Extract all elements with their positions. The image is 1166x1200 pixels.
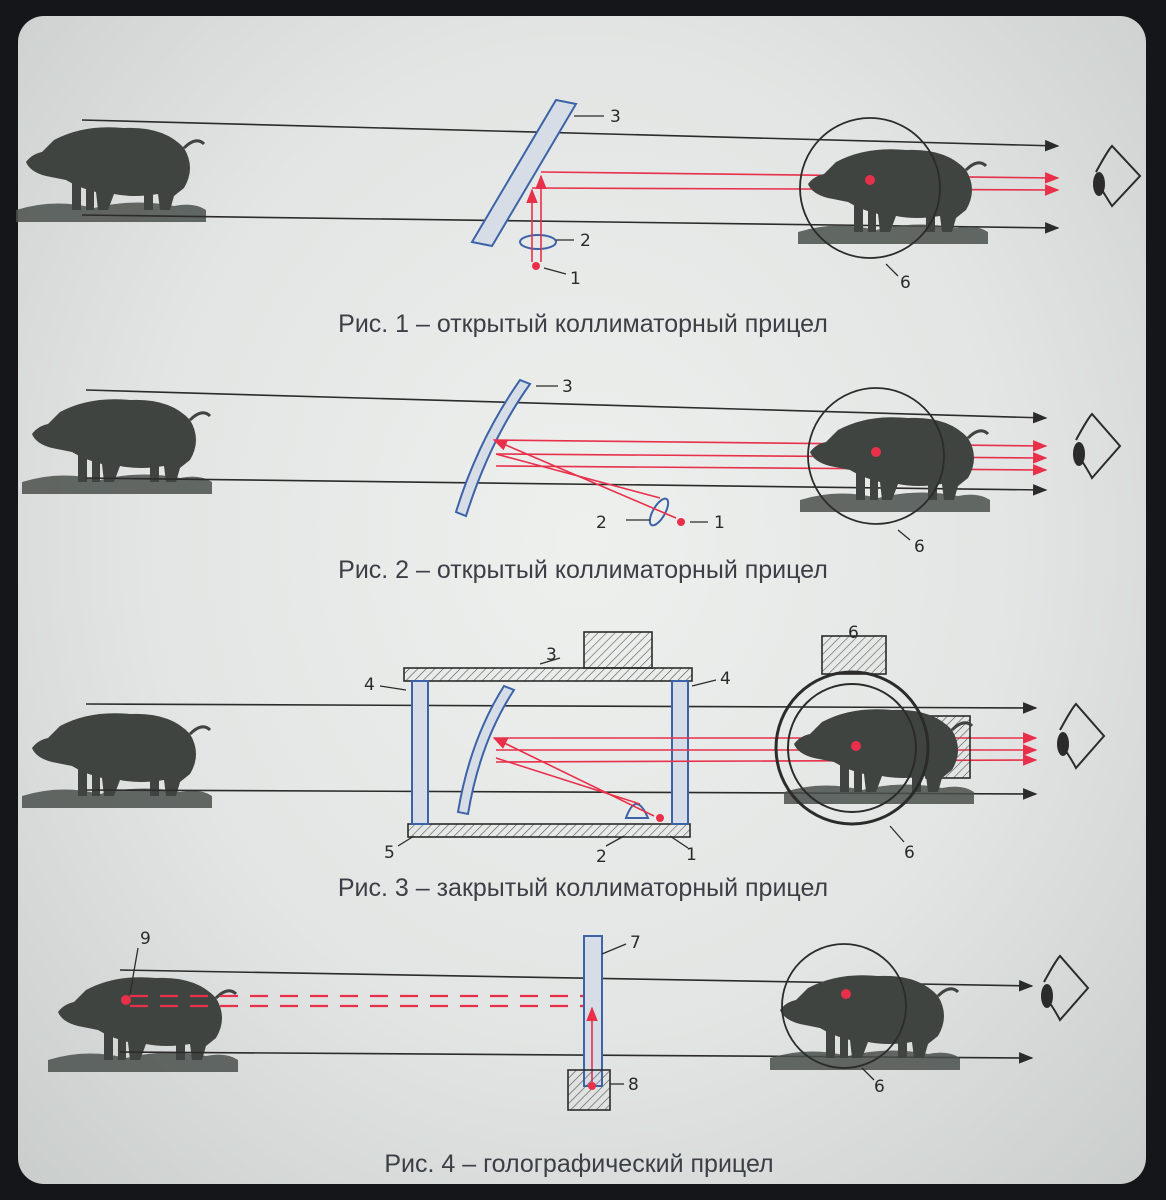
label-6: 6 — [900, 273, 911, 293]
label-3: 3 — [562, 377, 573, 397]
led-source-1 — [677, 518, 685, 526]
label-6: 6 — [914, 537, 925, 557]
sight-ray-lower — [81, 214, 1060, 234]
eye-icon — [1093, 144, 1142, 208]
hologram-point-9 — [121, 995, 131, 1005]
mirror-3 — [470, 98, 578, 248]
figure-3: 3 4 4 5 2 1 6 6 — [20, 623, 1106, 867]
curved-mirror-3 — [456, 684, 516, 816]
label-6: 6 — [874, 1077, 885, 1097]
label-7: 7 — [630, 933, 641, 953]
label-3: 3 — [546, 645, 557, 665]
mount-block-view — [821, 635, 887, 675]
view-circle-6 — [807, 387, 945, 525]
mount-block — [583, 631, 653, 669]
label-6: 6 — [904, 843, 915, 863]
boar-target — [46, 975, 240, 1074]
figure-2: 3 2 1 6 — [20, 377, 1122, 557]
caption-figure-2: Рис. 2 – открытый коллиматорный прицел — [338, 556, 828, 584]
label-1: 1 — [686, 845, 697, 865]
sight-ray-upper — [85, 702, 1038, 714]
figure-1: 3 2 1 6 — [14, 98, 1142, 293]
red-dot — [851, 741, 861, 751]
lens-2 — [624, 803, 650, 819]
sight-ray-upper — [85, 389, 1048, 424]
housing-bottom-5 — [407, 823, 691, 838]
label-4-right: 4 — [720, 669, 731, 689]
tube-inner — [787, 683, 917, 813]
view-circle-6 — [781, 943, 907, 1069]
label-1: 1 — [570, 269, 581, 289]
red-dot — [871, 447, 881, 457]
label-4-left: 4 — [364, 675, 375, 695]
label-8: 8 — [628, 1075, 639, 1095]
boar-view — [796, 147, 990, 246]
caption-figure-4: Рис. 4 – голографический прицел — [384, 1150, 774, 1178]
boar-view — [798, 415, 992, 514]
view-circle-6 — [799, 117, 941, 259]
window-4-right — [671, 680, 689, 825]
caption-figure-1: Рис. 1 – открытый коллиматорный прицел — [338, 310, 828, 338]
red-dot — [865, 175, 875, 185]
label-9: 9 — [140, 929, 151, 949]
housing-top — [403, 667, 693, 682]
boar-view — [768, 973, 962, 1072]
label-2: 2 — [580, 231, 591, 251]
lens-2 — [648, 497, 670, 527]
led-source-1 — [656, 814, 664, 822]
lens-2 — [519, 234, 557, 250]
caption-figure-3: Рис. 3 – закрытый коллиматорный прицел — [337, 874, 829, 902]
boar-target — [20, 711, 214, 810]
led-source-1 — [532, 262, 540, 270]
label-2: 2 — [596, 513, 607, 533]
label-3: 3 — [610, 107, 621, 127]
label-2: 2 — [596, 847, 607, 867]
hologram-plate-7 — [583, 935, 603, 1087]
figure-4: 9 7 8 6 — [46, 929, 1090, 1111]
label-1: 1 — [714, 513, 725, 533]
eye-icon — [1073, 412, 1122, 480]
red-dot — [841, 989, 851, 999]
laser-source-8 — [567, 1069, 611, 1111]
tube-outer-6 — [774, 670, 930, 826]
eye-icon — [1057, 702, 1106, 770]
laser-ray — [531, 184, 1060, 196]
label-5: 5 — [384, 843, 395, 863]
window-4-left — [411, 680, 429, 825]
sight-ray-upper — [81, 119, 1060, 152]
label-6-top: 6 — [848, 623, 859, 643]
eye-icon — [1041, 954, 1090, 1022]
curved-mirror-3 — [454, 378, 532, 518]
laser-ray — [540, 171, 1060, 184]
boar-target — [14, 125, 208, 224]
